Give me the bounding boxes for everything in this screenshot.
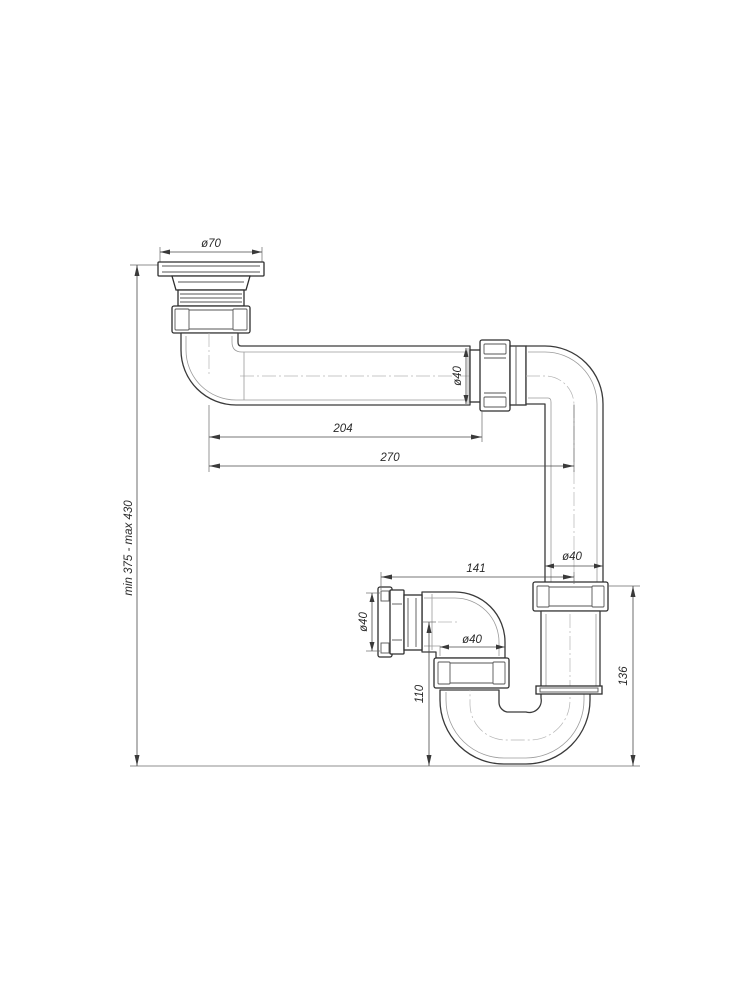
- length-dimensions-upper: 204 270: [208, 405, 575, 472]
- upper-pipe-diameter-label: ø40: [452, 365, 464, 385]
- riser-union-nut: [532, 581, 609, 612]
- upper-elbow-and-horizontal-pipe: [180, 332, 478, 406]
- height-110-dimension: 110: [414, 621, 436, 766]
- riser-diameter-dimension: ø40: [545, 551, 603, 569]
- upper-union-nut: [469, 339, 527, 412]
- inlet-union-nut: [377, 586, 423, 658]
- inlet-diameter-dimension: ø40: [358, 592, 380, 652]
- length-141-label: 141: [466, 563, 485, 575]
- height-110-label: 110: [414, 684, 426, 703]
- height-136-label: 136: [618, 666, 630, 686]
- riser-diameter-label: ø40: [562, 551, 582, 563]
- bottle-trap-u-bend: [439, 610, 603, 765]
- drain-diameter-label: ø70: [201, 238, 221, 250]
- inlet-pipe-and-bend: [421, 591, 506, 659]
- height-136-dimension: 136: [608, 585, 640, 766]
- trap-diameter-label: ø40: [462, 634, 482, 646]
- sink-drain-head: ø70: [157, 238, 265, 334]
- length-204-label: 204: [332, 423, 352, 435]
- trap-diameter-dimension: ø40: [440, 634, 505, 650]
- length-141-dimension: 141: [380, 563, 575, 590]
- inlet-diameter-label: ø40: [358, 611, 370, 631]
- length-270-label: 270: [379, 452, 400, 464]
- trap-union-nut: [433, 657, 510, 689]
- total-height-dimension: min 375 - max 430: [123, 264, 640, 767]
- total-height-label: min 375 - max 430: [123, 500, 135, 596]
